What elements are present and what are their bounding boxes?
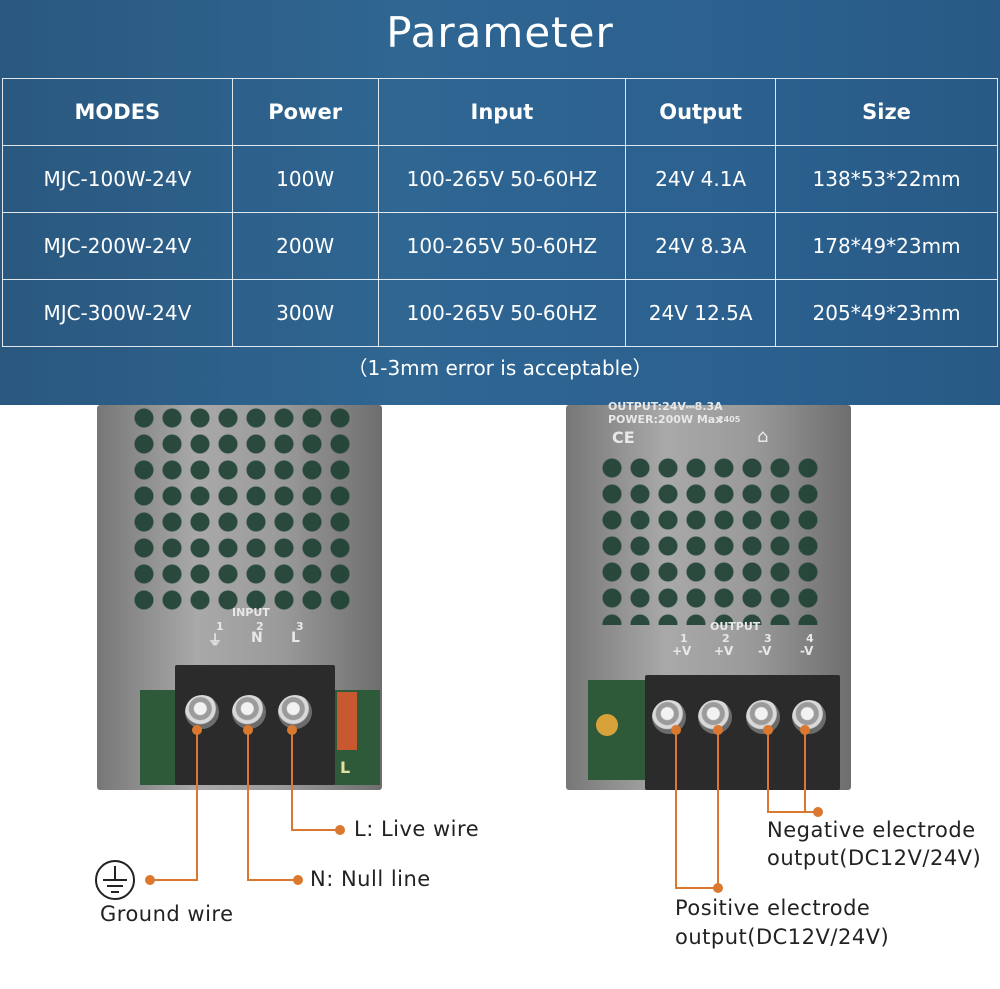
leader-negative [767, 730, 818, 813]
callout-negative-line2: output(DC12V/24V) [767, 846, 982, 870]
input-screw-ground [185, 695, 219, 729]
callout-live-wire: L: Live wire [354, 817, 480, 841]
table-row: MJC-100W-24V 100W 100-265V 50-60HZ 24V 4… [2, 145, 998, 213]
leader-dot [713, 725, 723, 735]
leader-dot [145, 875, 155, 885]
output-terminal-number: 4 [806, 632, 814, 645]
leader-positive [675, 730, 719, 889]
input-plate-title: INPUT [232, 606, 270, 619]
cell-mode: MJC-100W-24V [2, 145, 233, 213]
leader-live [291, 730, 340, 831]
leader-null [247, 730, 298, 881]
leader-dot [813, 807, 823, 817]
callout-positive-line1: Positive electrode [675, 896, 871, 920]
output-home-icon: ⌂ [757, 426, 769, 447]
input-terminal-number: 3 [296, 620, 304, 633]
leader-dot [192, 725, 202, 735]
output-terminal-mark: +V [714, 644, 734, 658]
cell-input: 100-265V 50-60HZ [377, 145, 627, 213]
callout-positive-line2: output(DC12V/24V) [675, 925, 890, 949]
header-modes: MODES [2, 78, 233, 146]
output-screw-neg1 [746, 700, 780, 734]
table-row: MJC-300W-24V 300W 100-265V 50-60HZ 24V 1… [2, 279, 998, 347]
input-fuse [337, 692, 357, 750]
leader-dot [763, 725, 773, 735]
header-size: Size [775, 78, 998, 146]
cell-size: 205*49*23mm [775, 279, 998, 347]
header-power: Power [231, 78, 379, 146]
parameter-table: MODES Power Input Output Size MJC-100W-2… [2, 78, 998, 347]
input-terminal-number: 2 [256, 620, 264, 633]
input-terminal-mark: L [291, 630, 300, 646]
output-terminal-number: 1 [680, 632, 688, 645]
page-title: Parameter [386, 8, 614, 57]
ground-symbol-icon [95, 860, 135, 900]
input-vent-grille [130, 405, 355, 610]
cell-mode: MJC-200W-24V [2, 212, 233, 280]
table-header-row: MODES Power Input Output Size [2, 78, 998, 146]
leader-ground [150, 730, 198, 881]
cell-input: 100-265V 50-60HZ [377, 279, 627, 347]
leader-dot [243, 725, 253, 735]
output-terminal-mark: -V [800, 644, 814, 658]
output-vent-grille [598, 455, 823, 625]
input-terminal-mark: ⏚ [208, 633, 222, 649]
output-terminal-mark: +V [672, 644, 692, 658]
input-screw-null [232, 695, 266, 729]
leader-dot [287, 725, 297, 735]
output-trim-pot [596, 714, 618, 736]
output-plate-line1: OUTPUT:24V⎓8.3A [608, 400, 723, 413]
cell-output: 24V 8.3A [625, 212, 777, 280]
cell-size: 138*53*22mm [775, 145, 998, 213]
output-terminal-number: 2 [722, 632, 730, 645]
input-terminal-mark: N [251, 630, 263, 646]
cell-mode: MJC-300W-24V [2, 279, 233, 347]
output-terminal-number: 3 [764, 632, 772, 645]
output-plate-title: OUTPUT [710, 620, 761, 633]
input-terminal-number: 1 [216, 620, 224, 633]
leader-dot [293, 875, 303, 885]
leader-dot [335, 825, 345, 835]
input-screw-live [278, 695, 312, 729]
leader-dot [800, 725, 810, 735]
leader-dot [713, 883, 723, 893]
callout-negative-line1: Negative electrode [767, 818, 976, 842]
output-cert-mark: CE [612, 428, 635, 447]
output-terminal-mark: -V [758, 644, 772, 658]
input-board-mark: L [340, 758, 351, 777]
parameter-banner: Parameter MODES Power Input Output Size … [0, 0, 1000, 405]
callout-ground-wire: Ground wire [100, 902, 234, 926]
cell-power: 100W [231, 145, 379, 213]
tolerance-note: （1-3mm error is acceptable） [347, 356, 653, 380]
output-plate-line2: POWER:200W Max [608, 413, 723, 426]
cell-output: 24V 4.1A [625, 145, 777, 213]
callout-null-line: N: Null line [310, 867, 431, 891]
output-plate-code: 2405 [718, 415, 741, 424]
cell-power: 300W [231, 279, 379, 347]
leader-dot [671, 725, 681, 735]
